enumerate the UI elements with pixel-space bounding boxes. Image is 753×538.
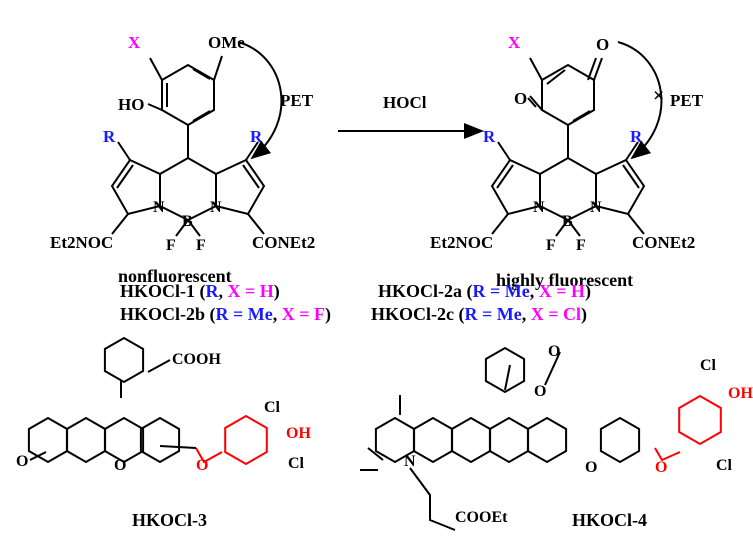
compound-hkocl-1: HKOCl-1 (R, X = H): [120, 281, 280, 302]
cl-label: Cl: [700, 357, 717, 374]
xanthene-ring: [103, 416, 145, 464]
compound-hkocl-2a: HKOCl-2a (R = Me, X = H): [378, 281, 591, 302]
xanthene-ring: [412, 416, 454, 464]
x-substituent-label: X: [508, 33, 521, 52]
oxidized-product-fluorescent: X O O R R N N B F F Et2NOC CONEt2 × PET …: [430, 33, 704, 290]
pyrrole-left: [110, 158, 161, 216]
r-label-left: R: [103, 127, 116, 146]
compound-hkocl-2b: HKOCl-2b (R = Me, X = F): [120, 304, 331, 325]
f-label: F: [196, 237, 206, 254]
hkocl-3-structure: COOH Cl OH Cl O O O HKOCl-3: [16, 336, 311, 530]
f-label: F: [576, 237, 586, 254]
xanthene-ring: [27, 416, 69, 464]
bonds: [120, 359, 171, 398]
chlorophenol-ring: [678, 394, 722, 446]
xanthene-ring: [450, 416, 492, 464]
o-label: O: [514, 89, 527, 108]
f-label: F: [546, 237, 556, 254]
pyrrole-right: [215, 158, 266, 216]
f-label: F: [166, 237, 176, 254]
oh-label: OH: [286, 425, 311, 442]
phenol-ring: [161, 63, 215, 127]
n-label: N: [153, 199, 165, 216]
benzoic-ring: [103, 336, 145, 384]
compound-hkocl-2c: HKOCl-2c (R = Me, X = Cl): [371, 304, 587, 325]
highly-fluorescent-caption: highly fluorescent: [496, 270, 633, 290]
pet-arrow-blocked: [617, 41, 663, 160]
n-label: N: [590, 199, 602, 216]
xanthene-ring: [139, 416, 181, 464]
pet-label: PET: [670, 91, 704, 110]
x-substituent-label: X: [128, 33, 141, 52]
r-label-left: R: [483, 127, 496, 146]
cooet-label: COOEt: [455, 509, 508, 526]
amide-right-label: CONEt2: [632, 233, 695, 252]
carbonyl-o-label: O: [548, 343, 560, 360]
pet-label: PET: [280, 91, 314, 110]
cl-label: Cl: [264, 399, 281, 416]
n-label: N: [533, 199, 545, 216]
chlorophenol-ring: [224, 414, 268, 466]
ho-label: HO: [118, 95, 144, 114]
reagent-hocl-label: HOCl: [383, 93, 427, 112]
xanthene-ring: [65, 416, 107, 464]
bonds: [29, 445, 197, 461]
pyrrole-right: [595, 158, 646, 216]
r-label-right: R: [250, 127, 263, 146]
bonds: [360, 395, 456, 531]
r-label-right: R: [630, 127, 643, 146]
bonds: [491, 57, 645, 237]
b-label: B: [182, 213, 193, 230]
quinone-ring: [541, 63, 595, 127]
cl-label: Cl: [288, 455, 305, 472]
isobenzofuranone-ring: [484, 346, 526, 394]
bodipy-central-ring: [159, 156, 217, 222]
hkocl-4-structure: O O O O N Cl OH Cl COOEt HKOCl-4: [360, 343, 753, 531]
nonfluorescent-caption: nonfluorescent: [118, 266, 232, 286]
bonds: [111, 55, 265, 237]
hkocl-4-label: HKOCl-4: [572, 510, 647, 530]
piperidine-ring: [374, 416, 416, 464]
ether-bonds: [195, 447, 223, 464]
carbonyl-o-label: O: [16, 453, 28, 470]
xanthene-ring: [599, 416, 641, 464]
pyrrole-left: [490, 158, 541, 216]
oh-label: OH: [728, 385, 753, 402]
xanthene-o-label: O: [114, 457, 126, 474]
ether-o-label: O: [655, 459, 667, 476]
xanthene-ring: [526, 416, 568, 464]
bodipy-central-ring: [539, 156, 597, 222]
hkocl-3-label: HKOCl-3: [132, 510, 207, 530]
amide-right-label: CONEt2: [252, 233, 315, 252]
ether-bonds: [654, 447, 681, 462]
hkocl-probe-nonfluorescent: X OMe HO R R N N B F F Et2NOC CONEt2 PET…: [50, 33, 315, 286]
cooh-label: COOH: [172, 351, 221, 368]
ome-label: OMe: [208, 33, 245, 52]
ether-o-label: O: [196, 457, 208, 474]
pet-arrow: [237, 41, 283, 160]
amide-left-label: Et2NOC: [50, 233, 113, 252]
xanthene-ring: [488, 416, 530, 464]
bonds: [504, 351, 561, 391]
pet-blocked-icon: ×: [653, 85, 664, 107]
cl-label: Cl: [716, 457, 733, 474]
n-label: N: [210, 199, 222, 216]
amide-left-label: Et2NOC: [430, 233, 493, 252]
xanthene-o-label: O: [585, 459, 597, 476]
b-label: B: [562, 213, 573, 230]
n-label: N: [404, 453, 416, 470]
lactone-o-label: O: [534, 383, 546, 400]
o-label: O: [596, 35, 609, 54]
